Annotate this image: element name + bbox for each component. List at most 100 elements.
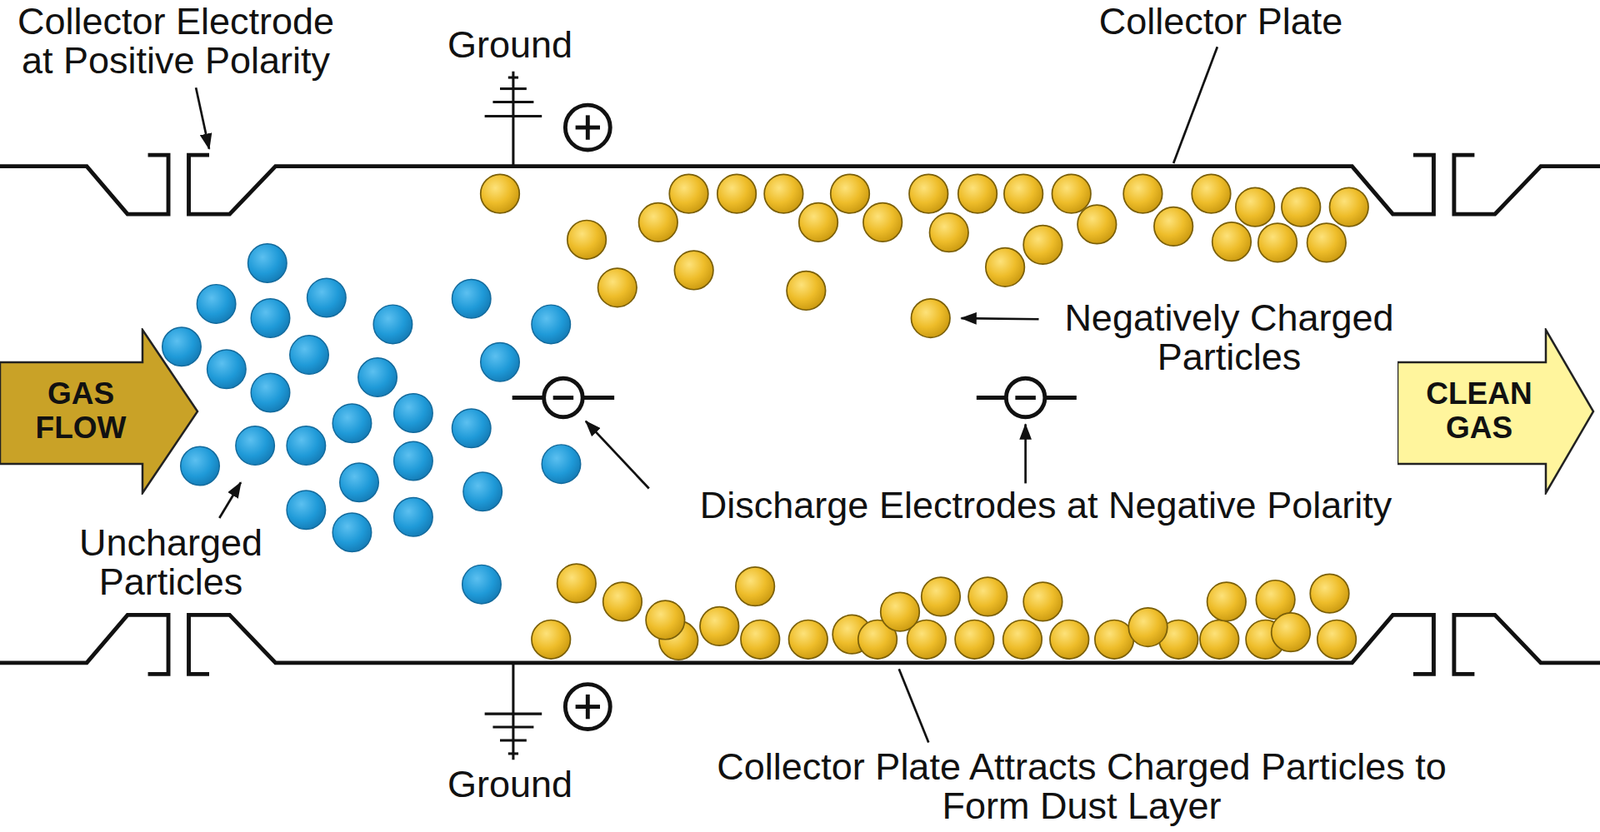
ground-bar [492,726,534,730]
ground-bar [485,713,543,716]
charged-particle [863,203,903,243]
charged-particle [786,271,826,311]
collector-plate-bottom [189,615,1435,675]
charged-particle [1310,574,1350,614]
uncharged-particle [248,244,288,284]
charged-particle [1154,207,1194,247]
leader-line [1173,46,1218,164]
ground-label: Ground [447,25,573,65]
outlet-flange-bottom [1454,615,1600,675]
charged-particle [1004,174,1044,214]
charged-particle [1077,205,1117,245]
charged-particle [1307,223,1347,263]
uncharged-particle [451,409,491,449]
charged-particle [480,174,520,214]
charged-particle [799,203,839,243]
arrow-label: CLEAN GAS [1420,377,1538,445]
uncharged-particle [358,358,398,398]
uncharged-particle [332,404,372,444]
uncharged-particle [394,394,434,434]
charged-particle [1271,613,1311,653]
ground-wire [511,663,515,760]
charged-particle [789,620,829,660]
charged-particle [764,174,804,214]
uncharged-particle [332,513,372,553]
ground-symbol-top [485,71,543,167]
discharge-electrode-2 [976,378,1077,418]
charged-particle [1258,223,1298,263]
ground-bar [485,115,543,118]
arrow-label: GAS FLOW [18,377,144,445]
uncharged-particle [162,327,202,367]
charged-particle [669,174,709,214]
charged-particle [639,203,679,243]
uncharged-particle [394,498,434,538]
arrow-shape [1397,330,1594,494]
ground-bar [500,87,527,90]
uncharged-particle [462,565,502,605]
charged-particle [1023,582,1063,622]
uncharged-particle [207,350,247,390]
electrode-wire [582,395,615,400]
uncharged-particle [180,446,220,486]
polarity-circle [565,685,610,730]
charged-particle [645,600,685,640]
plate-label: Collector Plate [1099,1,1344,41]
charged-particle [603,582,643,622]
ground-bar [492,100,534,104]
charged-particle [921,577,961,617]
charged-particle [567,220,607,260]
charged-particle [557,564,597,604]
charged-particle [674,250,714,290]
uncharged-particle [451,280,491,320]
uncharged-particle [531,305,571,345]
uncharged-particle [340,463,380,503]
ground-label: Ground [447,765,573,805]
charged-particle [1050,620,1090,660]
leader-line [219,482,241,519]
minus-bar [1015,395,1035,400]
uncharged-particle [286,426,326,466]
minus-bar [553,395,574,400]
uncharged-particle [307,278,347,318]
ground-wire [511,71,515,167]
positive-symbol-top [565,105,610,150]
uncharged-particle [394,441,434,481]
uncharged-particle [541,445,581,485]
uncharged-particle [290,335,330,375]
ground-bar [500,739,527,742]
charged-particle [955,620,995,660]
charged-particle [1200,620,1240,660]
uncharged-particle [480,342,520,382]
charged-particle [1317,620,1357,660]
charged-particle [1003,620,1043,660]
charged-particle [740,620,780,660]
ground-bar [508,76,519,80]
charged-particle [735,567,775,607]
polarity-circle [544,378,584,418]
plate-label: Collector Plate Attracts Charged Particl… [713,747,1450,827]
inlet-flange-bottom [0,615,169,675]
bottom-wall [0,615,1600,675]
charged-particle [1123,174,1163,214]
charged-particle [1207,582,1247,622]
clean-gas-arrow: CLEAN GAS [1397,328,1597,495]
plus-bar [585,115,590,140]
electrode-wire [512,395,545,400]
charged-particle [1095,620,1135,660]
leader-line [899,669,930,743]
charged-particle [1330,187,1370,227]
leader-lines [195,46,1218,743]
plus-bar [585,695,590,720]
electrode-wire [976,395,1007,400]
charged-particle [909,174,949,214]
charged-particle [910,299,950,339]
uncharged-particle [235,426,275,466]
charged-particle [930,213,970,253]
polarity-circle [565,105,610,150]
charged-particle [531,620,571,660]
charged-particle [700,607,740,647]
